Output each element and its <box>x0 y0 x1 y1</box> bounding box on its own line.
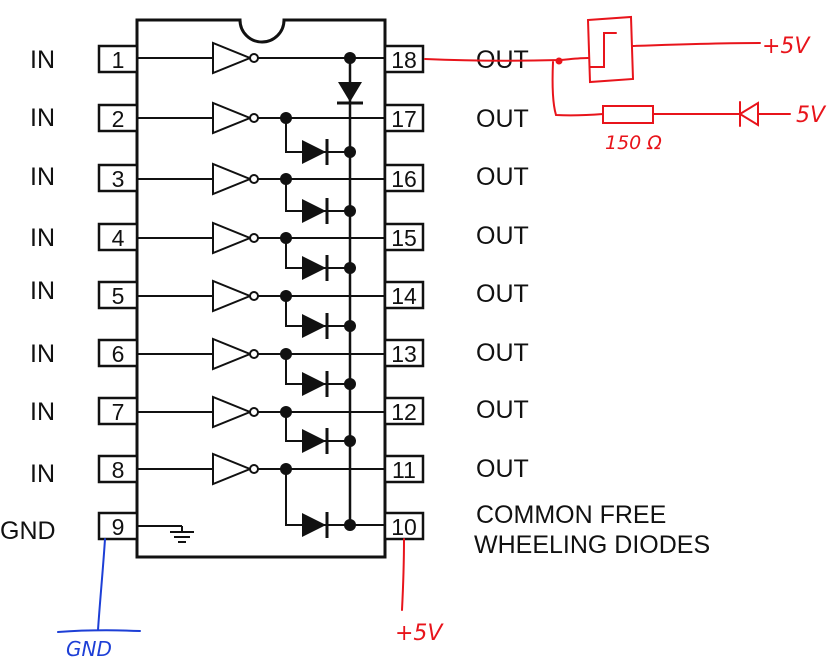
input-label-7: IN <box>30 398 55 426</box>
input-label-1: IN <box>30 46 55 74</box>
resistor-value-label: 150 Ω <box>605 132 662 154</box>
pin-number-4: 4 <box>112 225 125 251</box>
common-label-line1: COMMON FREE <box>476 501 666 529</box>
common-supply-label: +5V <box>395 621 444 646</box>
led-symbol <box>738 101 791 127</box>
common-label-line2: WHEELING DIODES <box>474 531 710 559</box>
gnd-pin: GND 9 <box>0 511 194 545</box>
output-label-14: OUT <box>476 280 529 308</box>
input-label-2: IN <box>30 104 55 132</box>
input-label-5: IN <box>30 277 55 305</box>
pin-number-14: 14 <box>391 283 417 309</box>
chip-body <box>135 18 387 559</box>
resistor-symbol <box>602 105 654 124</box>
channel-3: IN 3 16 OUT <box>30 162 529 224</box>
pin-number-6: 6 <box>112 341 125 367</box>
pin-number-10: 10 <box>391 514 417 540</box>
pin-number-12: 12 <box>391 399 417 425</box>
common-diode <box>338 82 362 102</box>
output-label-12: OUT <box>476 396 529 424</box>
gnd-hand-label: GND <box>66 637 112 659</box>
gnd-label: GND <box>0 517 56 545</box>
red-annotations <box>424 15 791 127</box>
blue-gnd-wire <box>57 538 141 633</box>
channel-6: IN 6 13 OUT <box>30 337 529 397</box>
output-label-17: OUT <box>476 105 529 133</box>
common-supply-wire <box>401 538 405 611</box>
input-label-6: IN <box>30 340 55 368</box>
pin-number-1: 1 <box>112 47 125 73</box>
pin-number-2: 2 <box>112 106 125 132</box>
pin-number-11: 11 <box>392 457 416 483</box>
switch-symbol <box>586 15 635 84</box>
channel-7: IN 7 12 OUT <box>30 395 529 454</box>
output-label-13: OUT <box>476 339 529 367</box>
channel-5: IN 5 14 OUT <box>30 277 529 339</box>
output-label-15: OUT <box>476 222 529 250</box>
input-label-8: IN <box>30 460 55 488</box>
input-label-4: IN <box>30 224 55 252</box>
output-label-11: OUT <box>476 455 529 483</box>
pin-number-5: 5 <box>112 283 125 309</box>
common-pin: 10 COMMON FREE WHEELING DIODES <box>350 501 710 559</box>
pin-number-7: 7 <box>112 399 125 425</box>
pin-number-15: 15 <box>391 225 417 251</box>
pin-number-13: 13 <box>391 341 417 367</box>
pin-number-9: 9 <box>112 514 125 540</box>
channel-2: IN 2 17 OUT <box>30 101 529 165</box>
pin-number-3: 3 <box>112 166 125 192</box>
pin-number-18: 18 <box>391 47 417 73</box>
supply-resistor-label: 5V <box>796 103 827 128</box>
pin-number-16: 16 <box>391 166 417 192</box>
pin-number-17: 17 <box>391 106 417 132</box>
channel-4: IN 4 15 OUT <box>30 221 529 281</box>
pin-number-8: 8 <box>112 457 125 483</box>
input-label-3: IN <box>30 163 55 191</box>
supply-top-label: +5V <box>762 34 811 59</box>
output-label-16: OUT <box>476 163 529 191</box>
